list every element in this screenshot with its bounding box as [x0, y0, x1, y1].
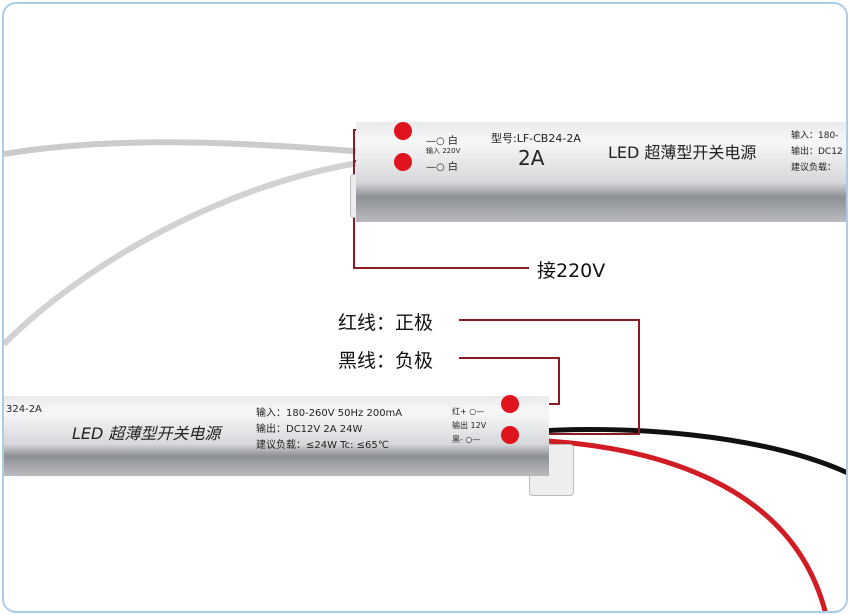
- leader-red: [459, 319, 640, 435]
- input-label: 输入 220V: [426, 147, 461, 155]
- terminal-label: —○ 白: [426, 162, 458, 173]
- spec-input: 输入：180-: [791, 131, 839, 141]
- current-rating: 2A: [518, 146, 545, 170]
- annotation-red-wire: 红线：正极: [338, 312, 434, 334]
- marker-dot: [501, 395, 519, 413]
- terminal-label: 红+ ○—: [452, 407, 485, 416]
- terminal-label: —○ 白: [426, 136, 458, 147]
- model-number: 324-2A: [6, 404, 42, 415]
- black-wire: [523, 426, 846, 475]
- annotation-black-wire: 黑线：负极: [338, 350, 434, 372]
- terminal-label: 黑- ○—: [452, 435, 481, 444]
- marker-dot: [501, 426, 519, 444]
- output-label: 输出 12V: [452, 421, 487, 430]
- red-wire: [523, 437, 828, 611]
- power-supply-top: —○ 白 输入 220V —○ 白 型号:LF-CB24-2A 2A LED 超…: [356, 122, 846, 222]
- marker-dot: [394, 122, 412, 140]
- product-title: LED 超薄型开关电源: [72, 424, 221, 443]
- annotation-ac-input: 接220V: [537, 260, 606, 282]
- product-title: LED 超薄型开关电源: [608, 143, 757, 162]
- spec-load: 建议负载：≤24W Tc: ≤65℃: [256, 440, 389, 451]
- marker-dot: [394, 153, 412, 171]
- spec-input: 输入：180-260V 50Hz 200mA: [256, 408, 403, 419]
- gray-wire-2: [4, 159, 365, 347]
- spec-load: 建议负载：: [791, 163, 837, 173]
- power-supply-bottom: 324-2A LED 超薄型开关电源 输入：180-260V 50Hz 200m…: [4, 396, 549, 476]
- spec-output: 输出：DC12: [791, 147, 843, 157]
- gray-wire-1: [4, 139, 365, 157]
- model-number: 型号:LF-CB24-2A: [491, 132, 581, 145]
- spec-output: 输出：DC12V 2A 24W: [256, 424, 363, 435]
